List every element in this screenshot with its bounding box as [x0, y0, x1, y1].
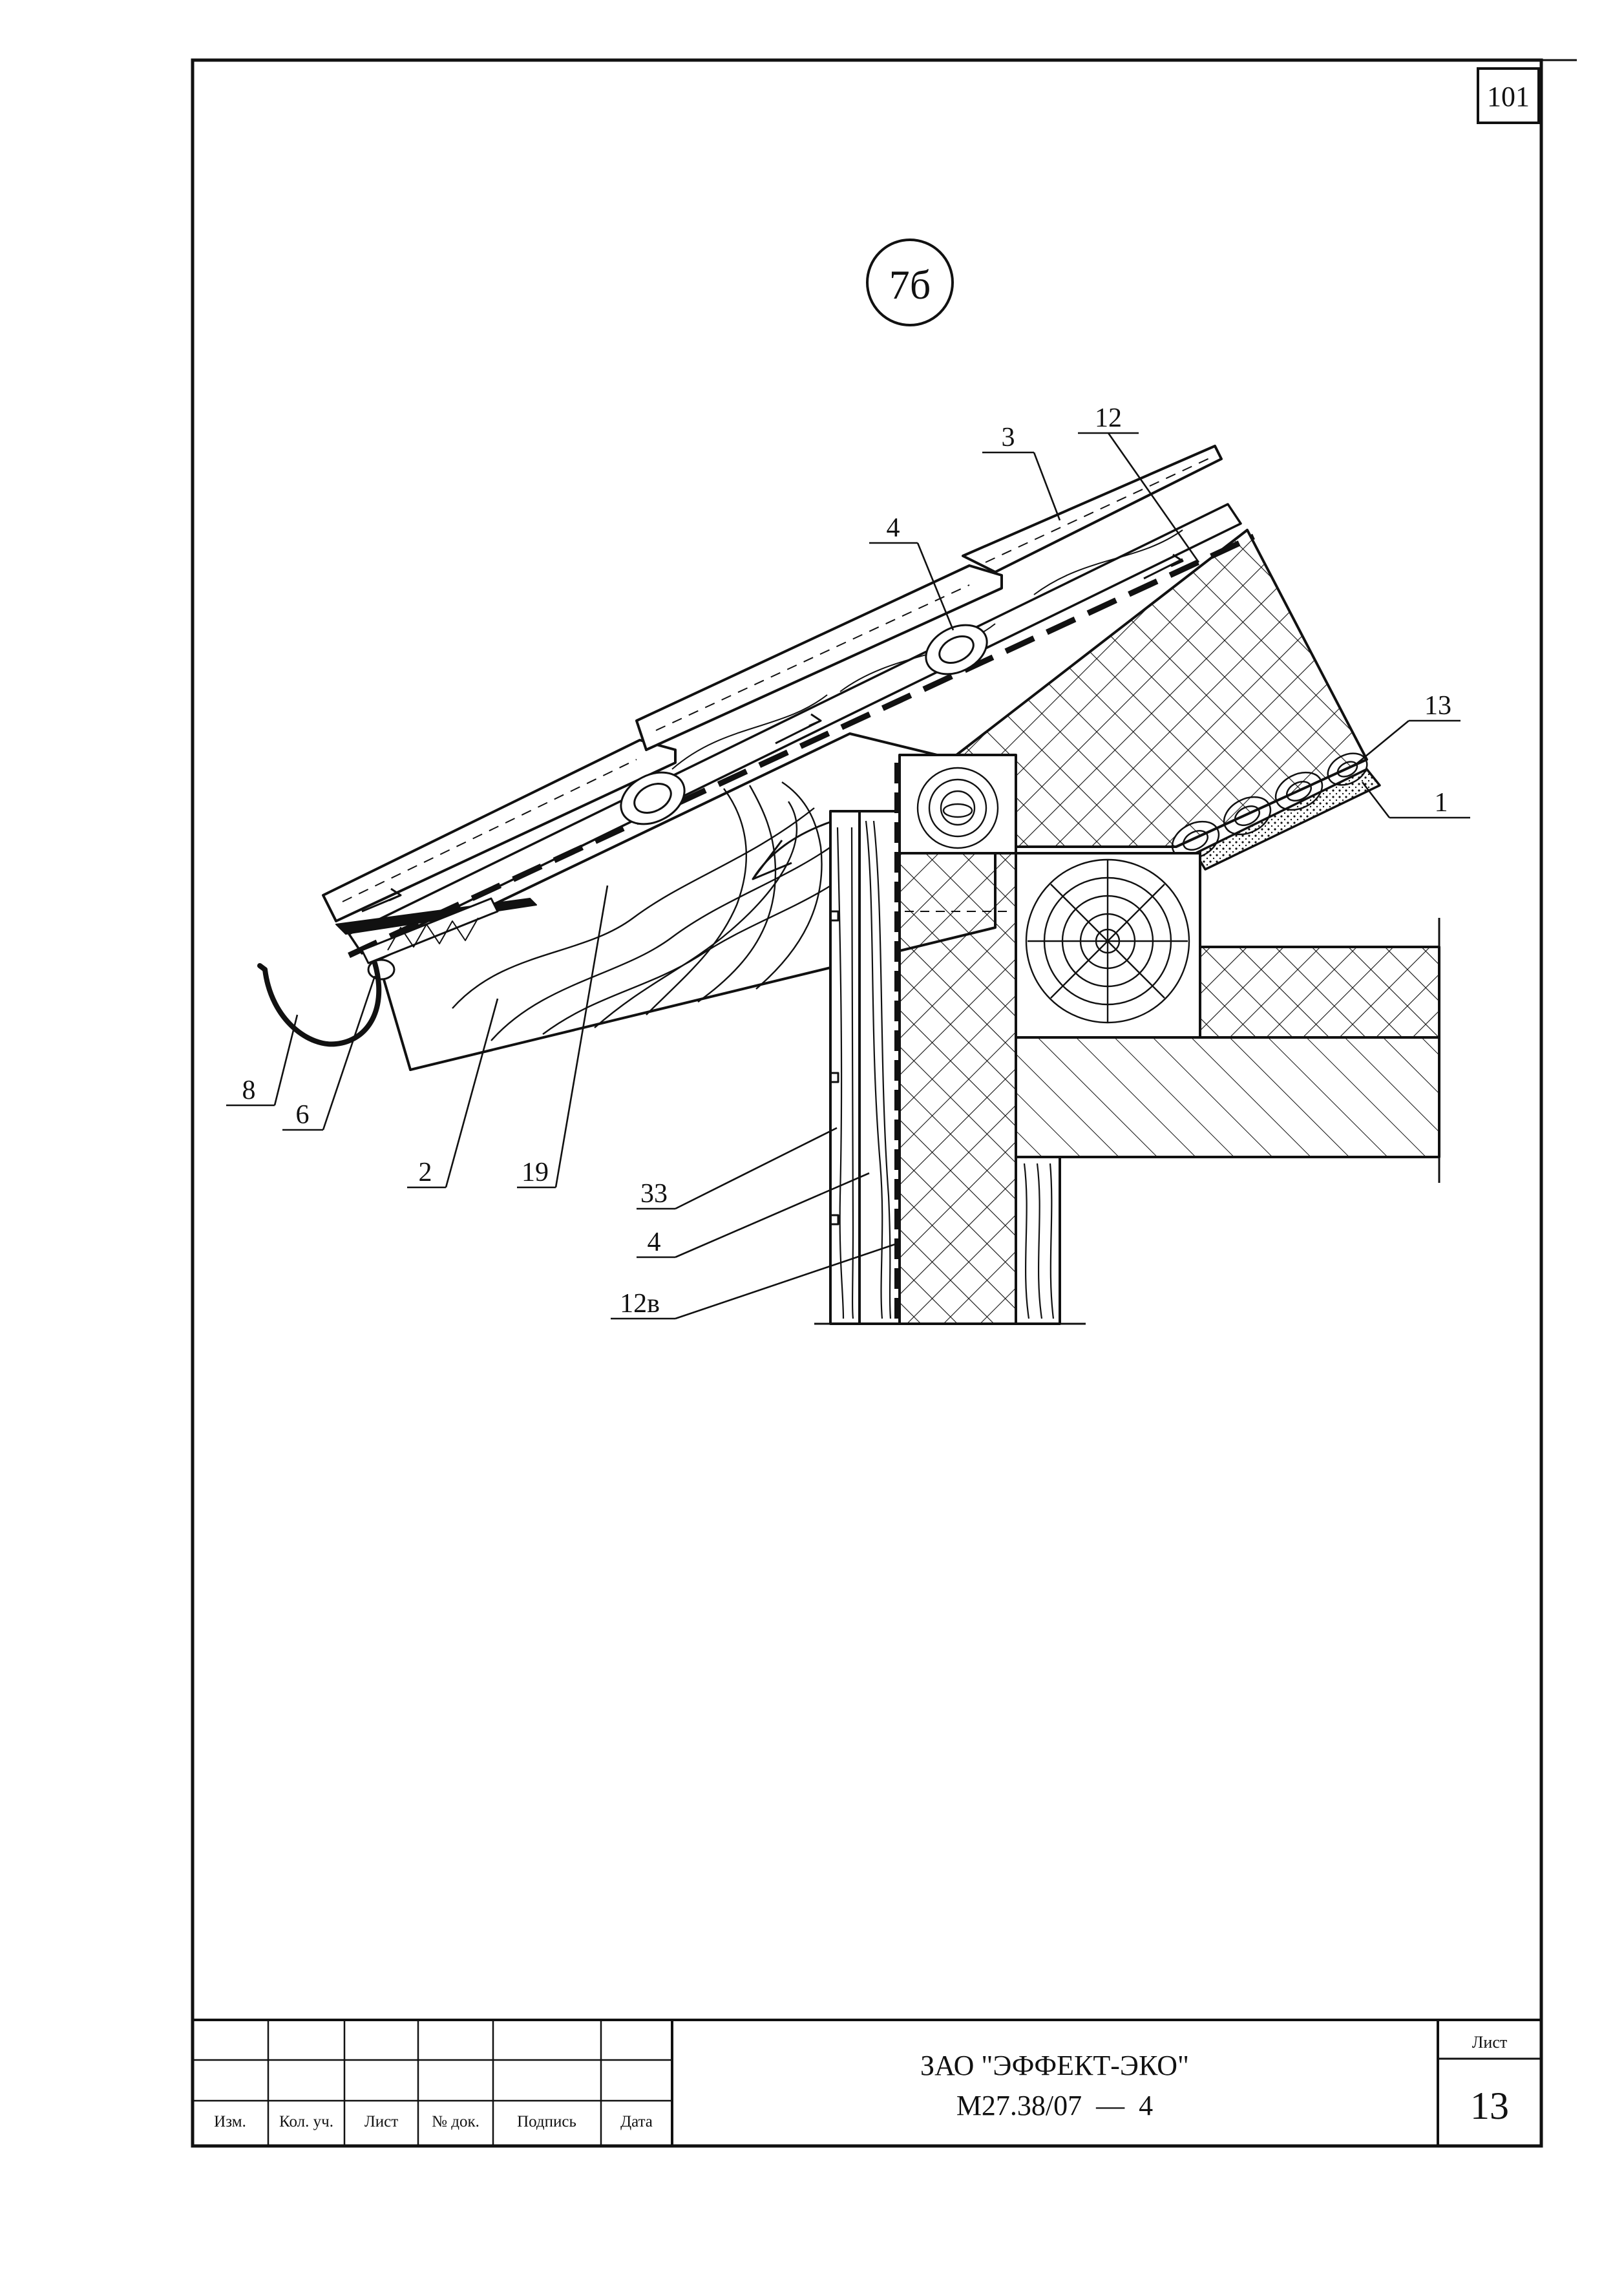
callout-3: 3 — [1002, 423, 1015, 452]
col-data: Дата — [620, 2113, 653, 2130]
callout-4-top: 4 — [887, 513, 900, 543]
floor-insulation — [1199, 946, 1440, 1039]
callout-33: 33 — [640, 1179, 668, 1209]
callout-12v: 12в — [620, 1289, 660, 1319]
gutter — [257, 961, 382, 1047]
wall-top-log — [898, 754, 1017, 855]
col-kol-uch: Кол. уч. — [279, 2113, 333, 2130]
callout-13: 13 — [1424, 691, 1451, 721]
organization-name: ЗАО "ЭФФЕКТ-ЭКО" — [920, 2050, 1189, 2081]
tile-battens — [620, 624, 988, 825]
col-n-dok: № док. — [432, 2113, 480, 2130]
corner-sheet-number: 101 — [1487, 81, 1530, 112]
wall-insulation — [898, 852, 1017, 1325]
callout-6: 6 — [296, 1100, 310, 1130]
floor-slab — [1015, 918, 1440, 1183]
ceiling-lining — [1171, 752, 1381, 871]
sheet-label: Лист — [1472, 2033, 1507, 2052]
sheet-number: 13 — [1470, 2085, 1509, 2127]
col-list: Лист — [364, 2113, 398, 2130]
callout-2: 2 — [419, 1158, 432, 1187]
detail-marker: 7б — [866, 239, 954, 326]
callout-12: 12 — [1095, 403, 1122, 433]
corner-sheet-box: 101 — [1477, 67, 1540, 124]
inner-wall-board — [1015, 1156, 1061, 1325]
eave-detail-drawing — [257, 445, 1440, 1325]
callout-labels: 3 12 4 13 1 8 6 2 19 33 4 12в — [242, 403, 1452, 1319]
floor-beam-log — [1015, 852, 1201, 1039]
roof-membrane — [348, 533, 1255, 959]
document-code: М27.38/07 — 4 — [956, 2090, 1153, 2121]
ventilation-arrows — [361, 553, 1184, 913]
callout-4-wall: 4 — [648, 1227, 661, 1257]
col-podpis: Подпись — [517, 2113, 576, 2130]
eave-strip — [335, 897, 537, 981]
detail-marker-label: 7б — [889, 262, 931, 308]
callout-19: 19 — [522, 1158, 549, 1187]
title-block: Изм. Кол. уч. Лист № док. Подпись Дата З… — [191, 2019, 1543, 2147]
callout-1: 1 — [1435, 788, 1448, 818]
leader-lines — [226, 432, 1470, 1320]
callout-8: 8 — [242, 1076, 256, 1105]
col-izm: Изм. — [214, 2113, 246, 2130]
roof-tiles — [322, 445, 1223, 922]
